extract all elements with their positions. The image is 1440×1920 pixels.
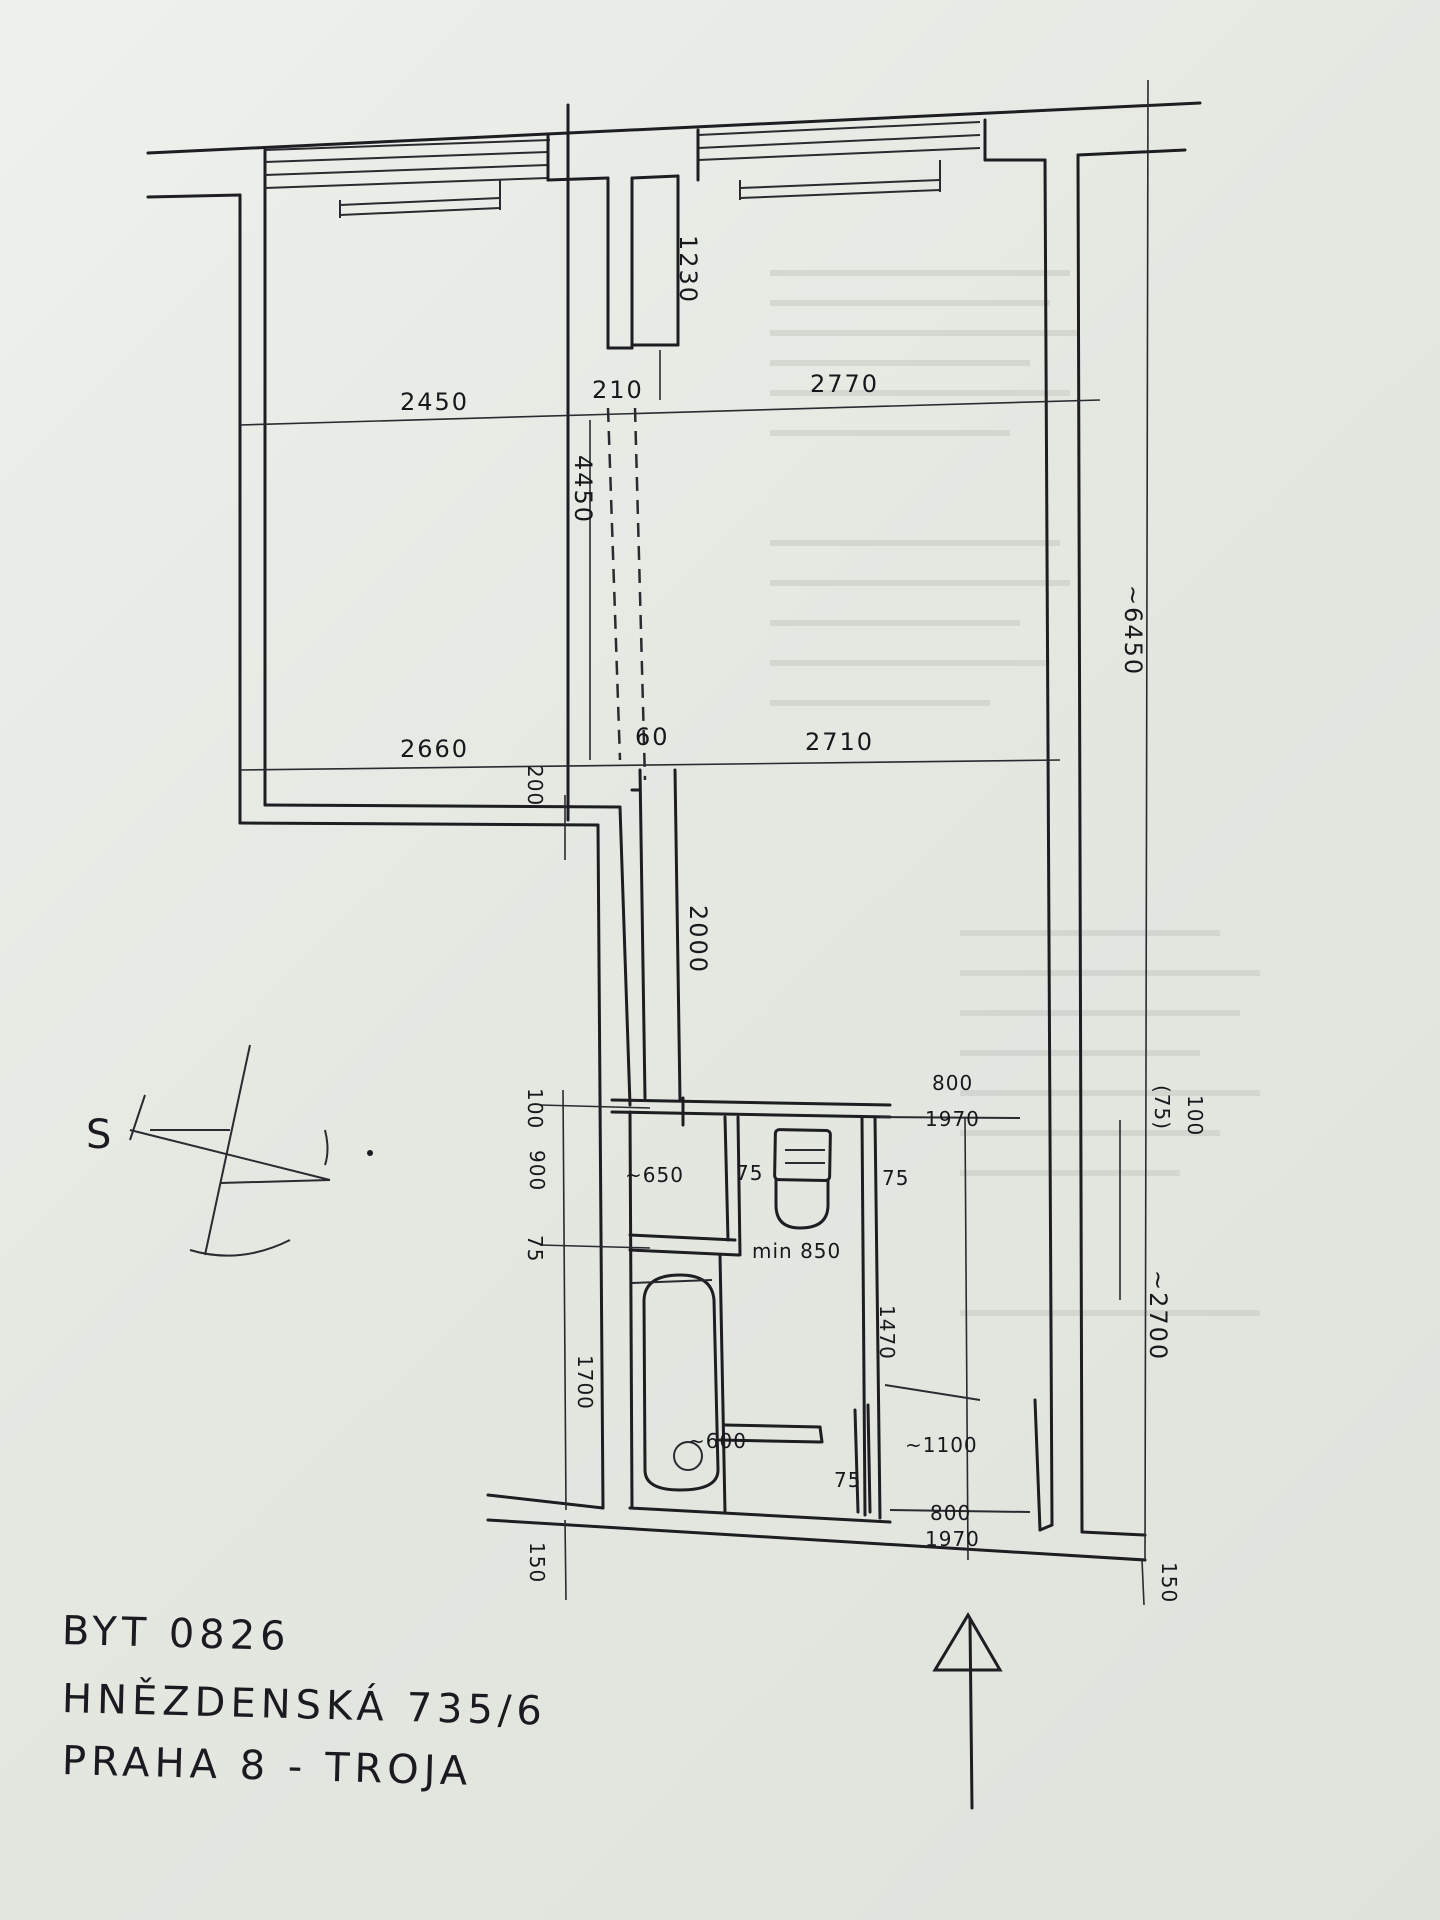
dim-1470: 1470: [875, 1305, 899, 1360]
dim-2770: 2770: [810, 370, 879, 398]
dim-2700: ~2700: [1144, 1270, 1172, 1361]
dim-75-a: 75: [736, 1161, 763, 1185]
dim-2710: 2710: [805, 728, 874, 756]
dim-4450: 4450: [569, 455, 597, 524]
dim-1100: ~1100: [905, 1433, 978, 1457]
entrance-arrow-icon: [932, 1612, 1003, 1810]
bathroom-block: [610, 1096, 1042, 1532]
dim-100-right: 100: [1183, 1095, 1207, 1136]
window-right: [696, 121, 981, 200]
dim-60: 60: [635, 723, 670, 751]
dim-650: ~650: [625, 1163, 684, 1187]
compass-south-label: S: [86, 1112, 112, 1158]
dim-75-paren: (75): [1150, 1085, 1174, 1130]
dim-150-left: 150: [525, 1542, 549, 1583]
dim-2660: 2660: [400, 735, 469, 763]
dim-800-bottom: 800: [930, 1501, 971, 1525]
dim-6450: ~6450: [1119, 585, 1147, 676]
dim-1700: 1700: [573, 1355, 597, 1410]
dim-200: 200: [523, 765, 547, 806]
window-left: [264, 133, 551, 218]
dim-75-left: 75: [523, 1235, 547, 1262]
dim-600: ~600: [688, 1429, 747, 1453]
dim-210: 210: [592, 376, 644, 404]
center-partition: [546, 103, 682, 1102]
dim-150-right: 150: [1157, 1562, 1181, 1603]
dim-75-b: 75: [882, 1166, 909, 1190]
dimension-lines: [239, 79, 1149, 1606]
dimension-labels: 2450 210 2770 1230 4450 ~6450 2660 60 27…: [400, 235, 1207, 1603]
dim-800: 800: [932, 1071, 973, 1095]
dim-1970-top: 1970: [925, 1107, 980, 1131]
dim-75-c: 75: [834, 1468, 861, 1492]
dim-2450: 2450: [400, 388, 469, 416]
compass-icon: [129, 1044, 373, 1257]
show-through-text: [770, 270, 1260, 1316]
dim-2000: 2000: [684, 905, 712, 974]
dim-1970-bottom: 1970: [925, 1527, 980, 1551]
dim-1230: 1230: [674, 235, 702, 304]
dim-900: 900: [525, 1150, 549, 1191]
dim-100-left: 100: [523, 1088, 547, 1129]
outer-walls: [146, 101, 1202, 1562]
dim-min850: min 850: [752, 1239, 841, 1263]
address-line-1: BYT 0826: [61, 1608, 292, 1660]
